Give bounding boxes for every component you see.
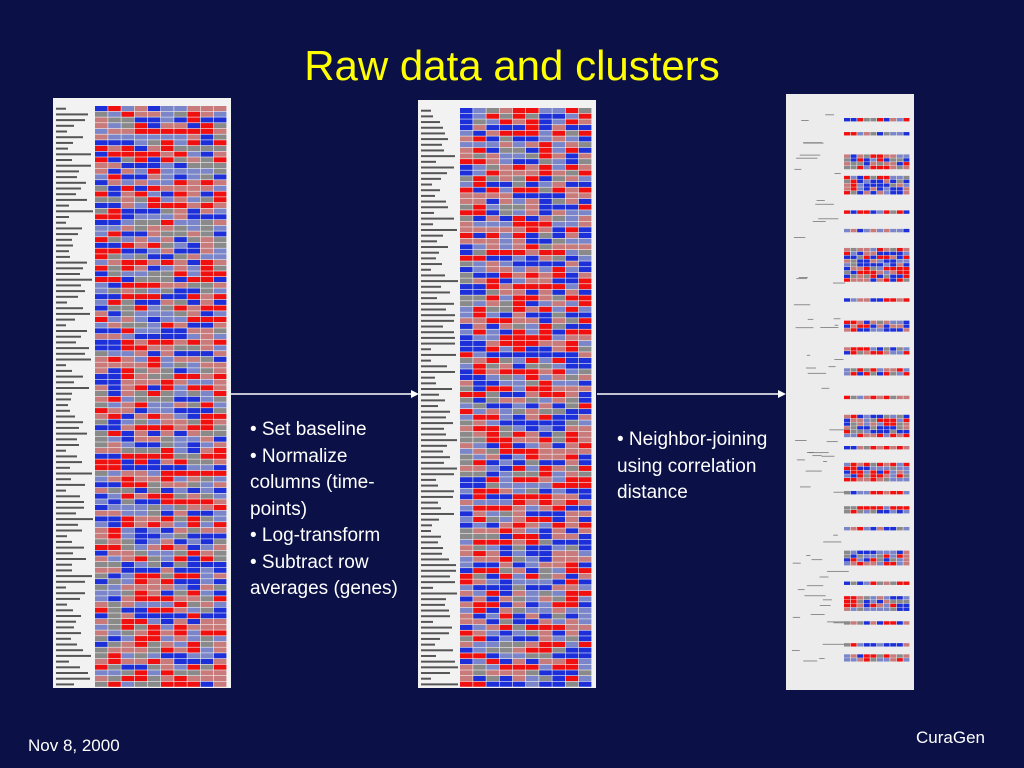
preprocessing-steps-list: • Set baseline • Normalize columns (time… (250, 417, 410, 603)
raw-data-heatmap-graphic (53, 98, 231, 687)
clustered-heatmap-with-tree (786, 94, 914, 690)
raw-data-heatmap (53, 98, 231, 688)
clustering-steps-list: • Neighbor-joining using correlation dis… (617, 427, 777, 507)
arrow-right-1 (231, 390, 419, 398)
step-neighbor-joining: • Neighbor-joining using correlation dis… (617, 429, 768, 503)
step-normalize-columns: • Normalize columns (time-points) (250, 445, 375, 520)
step-subtract-row-averages: • Subtract row averages (genes) (250, 551, 398, 600)
slide-title: Raw data and clusters (304, 42, 720, 89)
step-log-transform: • Log-transform (250, 525, 381, 546)
company-name: CuraGen (916, 728, 985, 747)
normalized-data-heatmap (418, 100, 596, 688)
normalized-data-heatmap-graphic (418, 100, 596, 687)
arrow-right-2 (597, 390, 786, 398)
slide-date: Nov 8, 2000 (28, 736, 120, 755)
clustered-heatmap-graphic (786, 94, 914, 690)
step-set-baseline: • Set baseline (250, 419, 367, 440)
